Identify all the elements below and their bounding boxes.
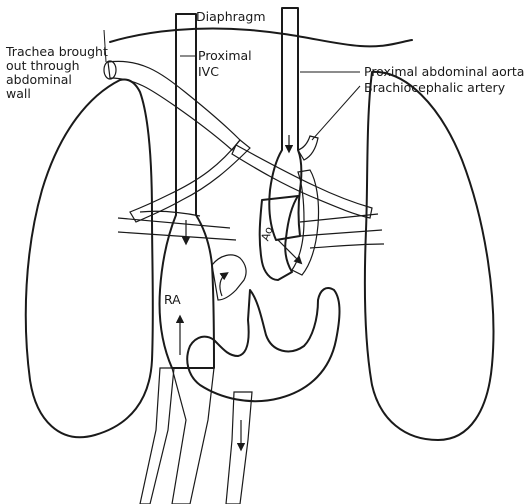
ivc-label: IVC bbox=[198, 64, 219, 79]
right-atrium-curl-arrow bbox=[220, 274, 226, 296]
left-lung bbox=[26, 80, 153, 438]
proximal-abdominal-aorta bbox=[269, 8, 301, 240]
left-main-bronchus bbox=[130, 140, 250, 222]
inferior-vein-left-2 bbox=[140, 368, 174, 504]
diaphragm-line bbox=[110, 29, 412, 47]
trachea-label-line2: out through bbox=[6, 58, 80, 73]
aorta-label: Proximal abdominal aorta bbox=[364, 64, 524, 79]
right-lung bbox=[365, 72, 494, 440]
brachiocephalic-artery bbox=[298, 136, 318, 160]
trachea-segment bbox=[108, 61, 240, 150]
brachiocephalic-label: Brachiocephalic artery bbox=[364, 80, 506, 95]
left-pulmonary-vessels bbox=[118, 211, 236, 240]
trachea-label-line3: abdominal bbox=[6, 72, 72, 87]
inferior-artery bbox=[226, 392, 252, 504]
diaphragm-label: Diaphragm bbox=[196, 9, 266, 24]
brachiocephalic-leader bbox=[312, 86, 360, 140]
atrial-appendage bbox=[212, 255, 246, 300]
proximal-label: Proximal bbox=[198, 48, 252, 63]
trachea-label-line4: wall bbox=[6, 86, 31, 101]
ra-label: RA bbox=[164, 292, 181, 307]
aortic-flow-arrow bbox=[278, 240, 300, 262]
dark-ventricle bbox=[187, 288, 339, 401]
trachea-label-line1: Trachea brought bbox=[5, 44, 108, 59]
right-pulmonary-vessels bbox=[300, 214, 384, 248]
ao-label: Ao bbox=[259, 225, 276, 243]
